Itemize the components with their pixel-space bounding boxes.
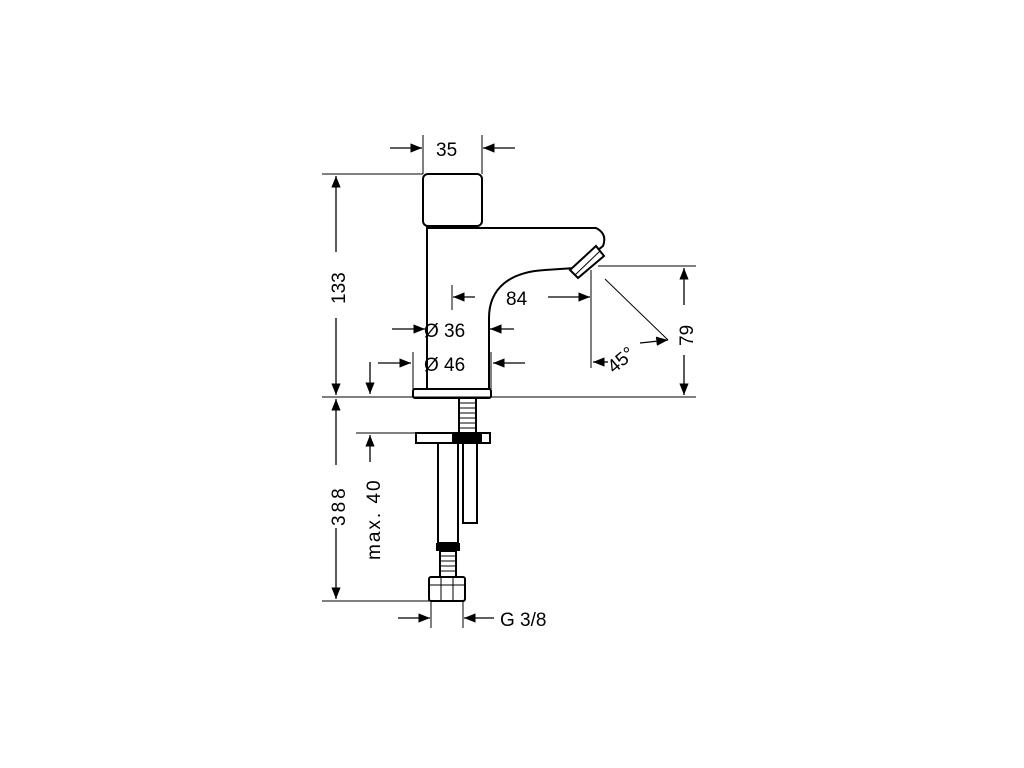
hose-length-label: 388 xyxy=(329,485,350,526)
top-width-label: 35 xyxy=(436,140,457,161)
supply-hose xyxy=(437,442,459,544)
push-button-cap xyxy=(422,173,483,227)
dimension-top-width: 35 xyxy=(390,135,515,174)
threaded-stud xyxy=(458,397,477,437)
dimension-total-height: 133 xyxy=(322,173,423,395)
spout-height-label: 79 xyxy=(677,325,698,346)
connection-label: G 3/8 xyxy=(500,610,546,631)
diameter-outer-label: Ø 46 xyxy=(424,355,465,376)
dimension-spout-angle: 45° xyxy=(593,278,669,378)
dimension-spout-reach: 84 xyxy=(451,270,592,368)
spout-reach-label: 84 xyxy=(506,289,528,310)
max-thickness-label: max. 40 xyxy=(364,478,385,560)
faucet-column xyxy=(426,226,606,390)
spout-angle-label: 45° xyxy=(604,343,640,378)
dimension-diameter-outer: Ø 46 xyxy=(378,352,525,389)
hose-braid xyxy=(436,543,460,578)
dimension-diameter-inner: Ø 36 xyxy=(392,321,514,342)
dimension-max-thickness: max. 40 xyxy=(356,432,416,560)
dimension-spout-height: 79 xyxy=(598,265,698,395)
dimension-hose-length: 388 xyxy=(322,399,429,602)
faucet-body xyxy=(412,173,606,602)
total-height-label: 133 xyxy=(329,272,350,304)
dimension-connection: G 3/8 xyxy=(398,601,546,631)
base-plate xyxy=(412,388,492,399)
connection-nut xyxy=(428,576,466,602)
diameter-inner-label: Ø 36 xyxy=(424,321,465,342)
